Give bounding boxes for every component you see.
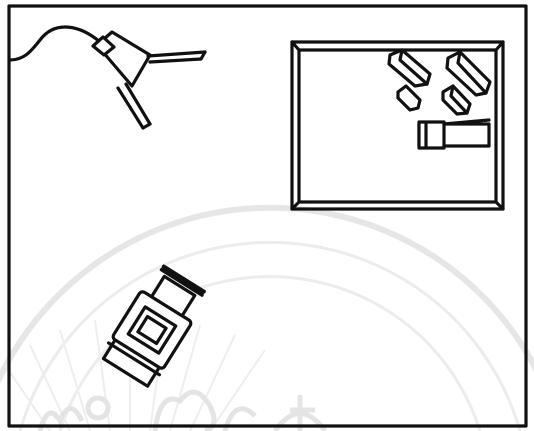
watermark-seal — [0, 208, 534, 431]
camera-icon — [100, 262, 210, 388]
box-icon — [292, 42, 503, 209]
specimen-icon — [389, 50, 430, 86]
lamp-icon — [10, 27, 205, 128]
specimen-icon — [443, 86, 470, 114]
bottle-icon — [419, 120, 489, 148]
specimen-icon — [398, 86, 420, 110]
